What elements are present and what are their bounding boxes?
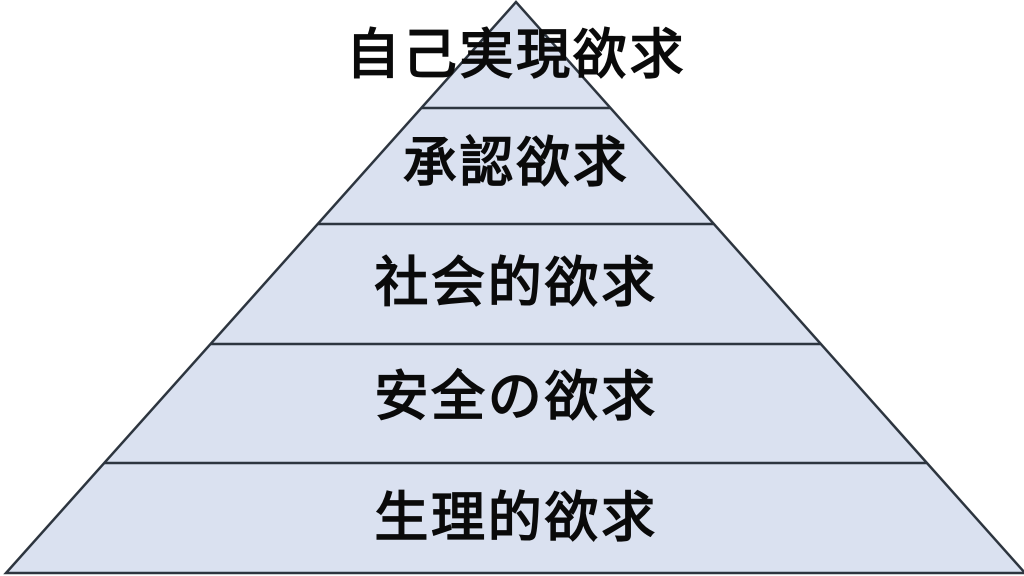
level-label-physiological: 生理的欲求 [374, 488, 658, 548]
pyramid-outline [3, 0, 1024, 575]
level-label-self-actualization: 自己実現欲求 [345, 25, 687, 85]
level-label-safety: 安全の欲求 [374, 367, 658, 427]
level-label-social: 社会的欲求 [374, 253, 658, 313]
level-label-esteem: 承認欲求 [402, 133, 630, 193]
